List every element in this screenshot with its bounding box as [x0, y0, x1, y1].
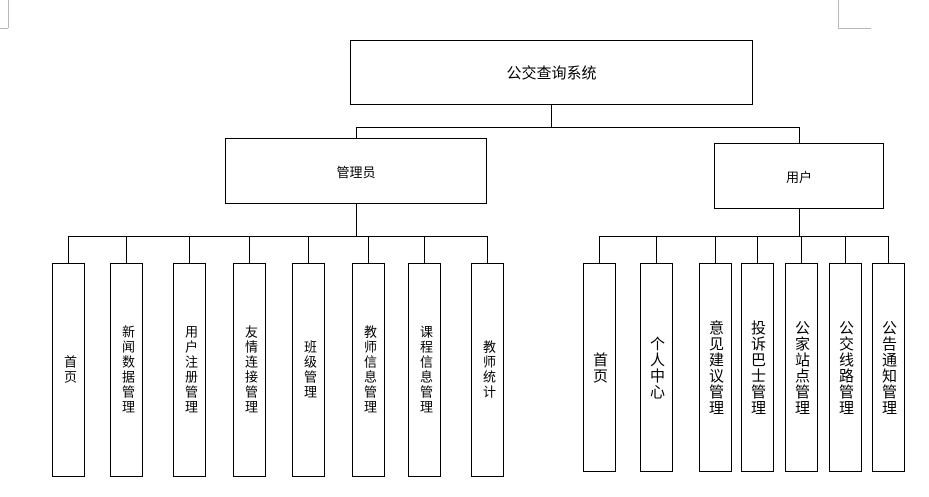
admin-leaf-friend-links: 友情连接管理 [233, 263, 266, 477]
root-node: 公交查询系统 [350, 40, 753, 105]
admin-leaf-label: 友情连接管理 [242, 325, 257, 415]
user-leaf-label: 意见建议管理 [707, 319, 725, 416]
user-leaf-label: 投诉巴士管理 [749, 319, 767, 416]
user-leaf-label: 个人中心 [648, 335, 666, 400]
user-leaf-label: 首页 [591, 351, 609, 384]
user-leaf-suggestions: 意见建议管理 [699, 263, 732, 472]
page-corner-marks [0, 0, 871, 29]
user-leaf-personal-center: 个人中心 [640, 263, 673, 472]
user-node: 用户 [714, 143, 884, 209]
user-leaf-bus-lines: 公交线路管理 [829, 263, 862, 472]
admin-leaf-label: 新闻数据管理 [119, 325, 134, 415]
user-leaf-bus-complaints: 投诉巴士管理 [741, 263, 774, 472]
admin-leaf-label: 教师信息管理 [361, 325, 376, 415]
admin-leaf-class: 班级管理 [292, 263, 325, 477]
admin-leaf-user-registration: 用户注册管理 [173, 263, 206, 477]
admin-leaf-label: 教师统计 [480, 340, 495, 400]
user-label: 用户 [785, 170, 812, 186]
admin-leaf-home: 首页 [52, 263, 85, 477]
user-leaf-announcements: 公告通知管理 [872, 263, 905, 472]
admin-leaf-teacher-info: 教师信息管理 [352, 263, 385, 477]
admin-label: 管理员 [336, 165, 376, 181]
admin-leaf-label: 班级管理 [301, 340, 316, 400]
admin-leaf-label: 用户注册管理 [182, 325, 197, 415]
admin-leaf-course-info: 课程信息管理 [408, 263, 441, 477]
admin-leaf-teacher-stats: 教师统计 [471, 263, 504, 477]
user-leaf-label: 公告通知管理 [880, 319, 898, 416]
root-label: 公交查询系统 [506, 64, 597, 82]
user-leaf-label: 公家站点管理 [793, 319, 811, 416]
user-leaf-home: 首页 [583, 263, 616, 472]
admin-leaf-label: 首页 [61, 355, 76, 385]
admin-leaf-label: 课程信息管理 [417, 325, 432, 415]
admin-leaf-news-data: 新闻数据管理 [110, 263, 143, 477]
admin-node: 管理员 [225, 138, 487, 204]
user-leaf-stations: 公家站点管理 [785, 263, 818, 472]
user-leaf-label: 公交线路管理 [837, 319, 855, 416]
